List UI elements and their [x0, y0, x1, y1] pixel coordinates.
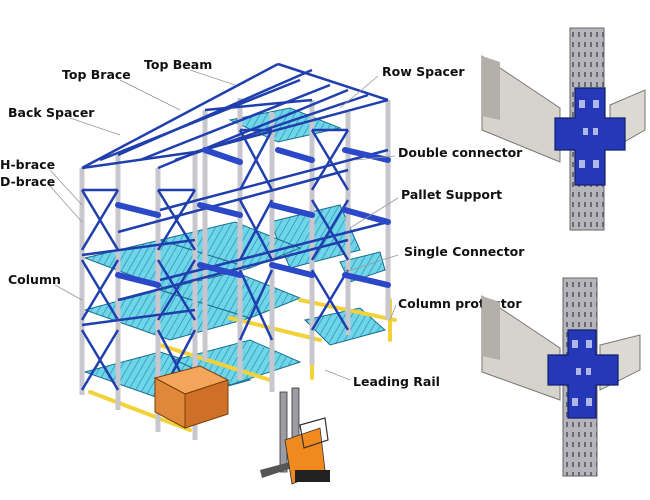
orange-pallet-box — [153, 365, 230, 429]
blue-frame — [80, 62, 389, 401]
forklift — [260, 387, 330, 485]
rack-structure — [79, 62, 397, 485]
label-pallet-support: Pallet Support — [401, 187, 502, 202]
label-single-connector: Single Connector — [404, 244, 525, 259]
label-row-spacer: Row Spacer — [382, 64, 465, 79]
labels: Top Brace Top Beam Row Spacer Back Space… — [0, 57, 525, 389]
label-column: Column — [8, 272, 61, 287]
connector-beams — [115, 147, 391, 288]
label-top-brace: Top Brace — [62, 67, 131, 82]
pallet-support-shelves — [83, 107, 387, 403]
leader-lines — [49, 69, 399, 381]
detail-single-connector — [481, 277, 641, 477]
detail-double-connector — [481, 27, 646, 231]
label-top-beam: Top Beam — [144, 57, 212, 72]
label-h-brace: H-brace — [0, 157, 55, 172]
label-d-brace: D-brace — [0, 174, 55, 189]
leading-rails — [88, 298, 397, 432]
label-double-connector: Double connector — [398, 145, 523, 160]
label-leading-rail: Leading Rail — [353, 374, 440, 389]
label-back-spacer: Back Spacer — [8, 105, 95, 120]
label-column-protector: Column protector — [398, 296, 522, 311]
